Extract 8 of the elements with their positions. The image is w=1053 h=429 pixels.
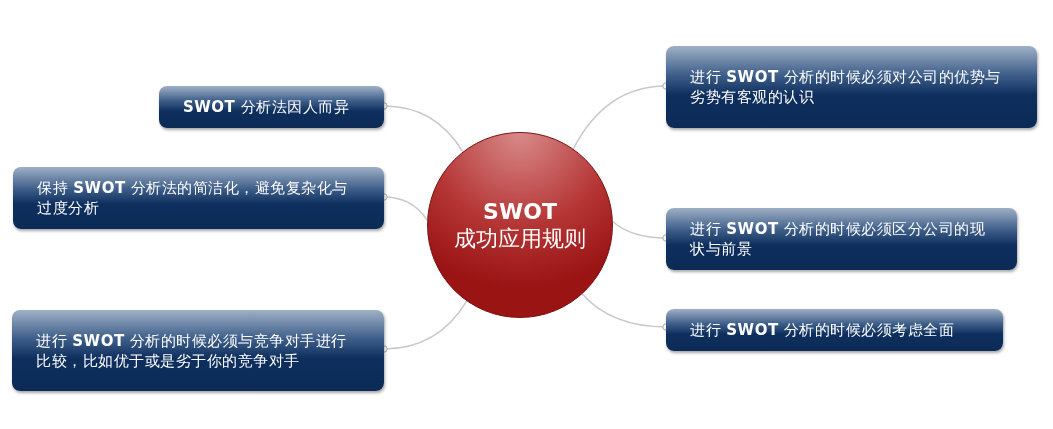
- rule-text: SWOT 分析法因人而异: [183, 97, 351, 117]
- rule-text: 进行 SWOT 分析的时候必须与竞争对手进行比较，比如优于或是劣于你的竞争对手: [36, 330, 348, 371]
- rule-text: 进行 SWOT 分析的时候必须考虑全面: [690, 320, 956, 340]
- rule-text: 进行 SWOT 分析的时候必须区分公司的现状与前景: [690, 219, 987, 259]
- rule-text: 进行 SWOT 分析的时候必须对公司的优势与劣势有客观的认识: [690, 67, 1002, 107]
- rule-text: SWOT: [483, 197, 557, 225]
- rule-text: 保持 SWOT 分析法的简洁化，避免复杂化与过度分析: [37, 178, 349, 218]
- rule-text: 成功应用规则: [454, 225, 586, 253]
